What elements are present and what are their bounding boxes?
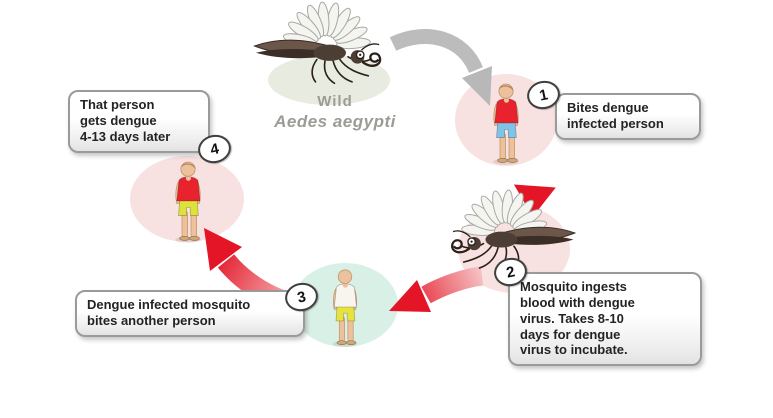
step4-text: That person gets dengue 4-13 days later: [80, 97, 171, 144]
step3-text: Dengue infected mosquito bites another p…: [87, 297, 251, 328]
step4-callout: That person gets dengue 4-13 days later: [68, 90, 210, 153]
gray-curved-arrow: [385, 28, 500, 113]
step4-number: 4: [208, 139, 221, 159]
person4-figure: [163, 158, 213, 244]
wild-mosquito-icon: [235, 0, 415, 88]
step1-number: 1: [537, 85, 550, 105]
step1-text: Bites dengue infected person: [567, 100, 664, 131]
step2-callout: Mosquito ingests blood with dengue virus…: [508, 272, 702, 367]
step1-callout: Bites dengue infected person: [555, 93, 701, 140]
person3-figure: [320, 266, 370, 348]
step3-callout: Dengue infected mosquito bites another p…: [75, 290, 305, 337]
step3-number: 3: [295, 287, 308, 307]
wild-text: Wild: [317, 93, 353, 110]
species-text: Aedes aegypti: [274, 112, 396, 131]
person1-figure: [480, 80, 532, 166]
red-arrow-step2-to-3: [378, 266, 493, 328]
step2-number: 2: [504, 262, 517, 282]
wild-aedes-label: Wild Aedes aegypti: [240, 93, 430, 132]
step2-text: Mosquito ingests blood with dengue virus…: [520, 279, 635, 358]
red-arrow-step1-to-2: [505, 148, 563, 220]
